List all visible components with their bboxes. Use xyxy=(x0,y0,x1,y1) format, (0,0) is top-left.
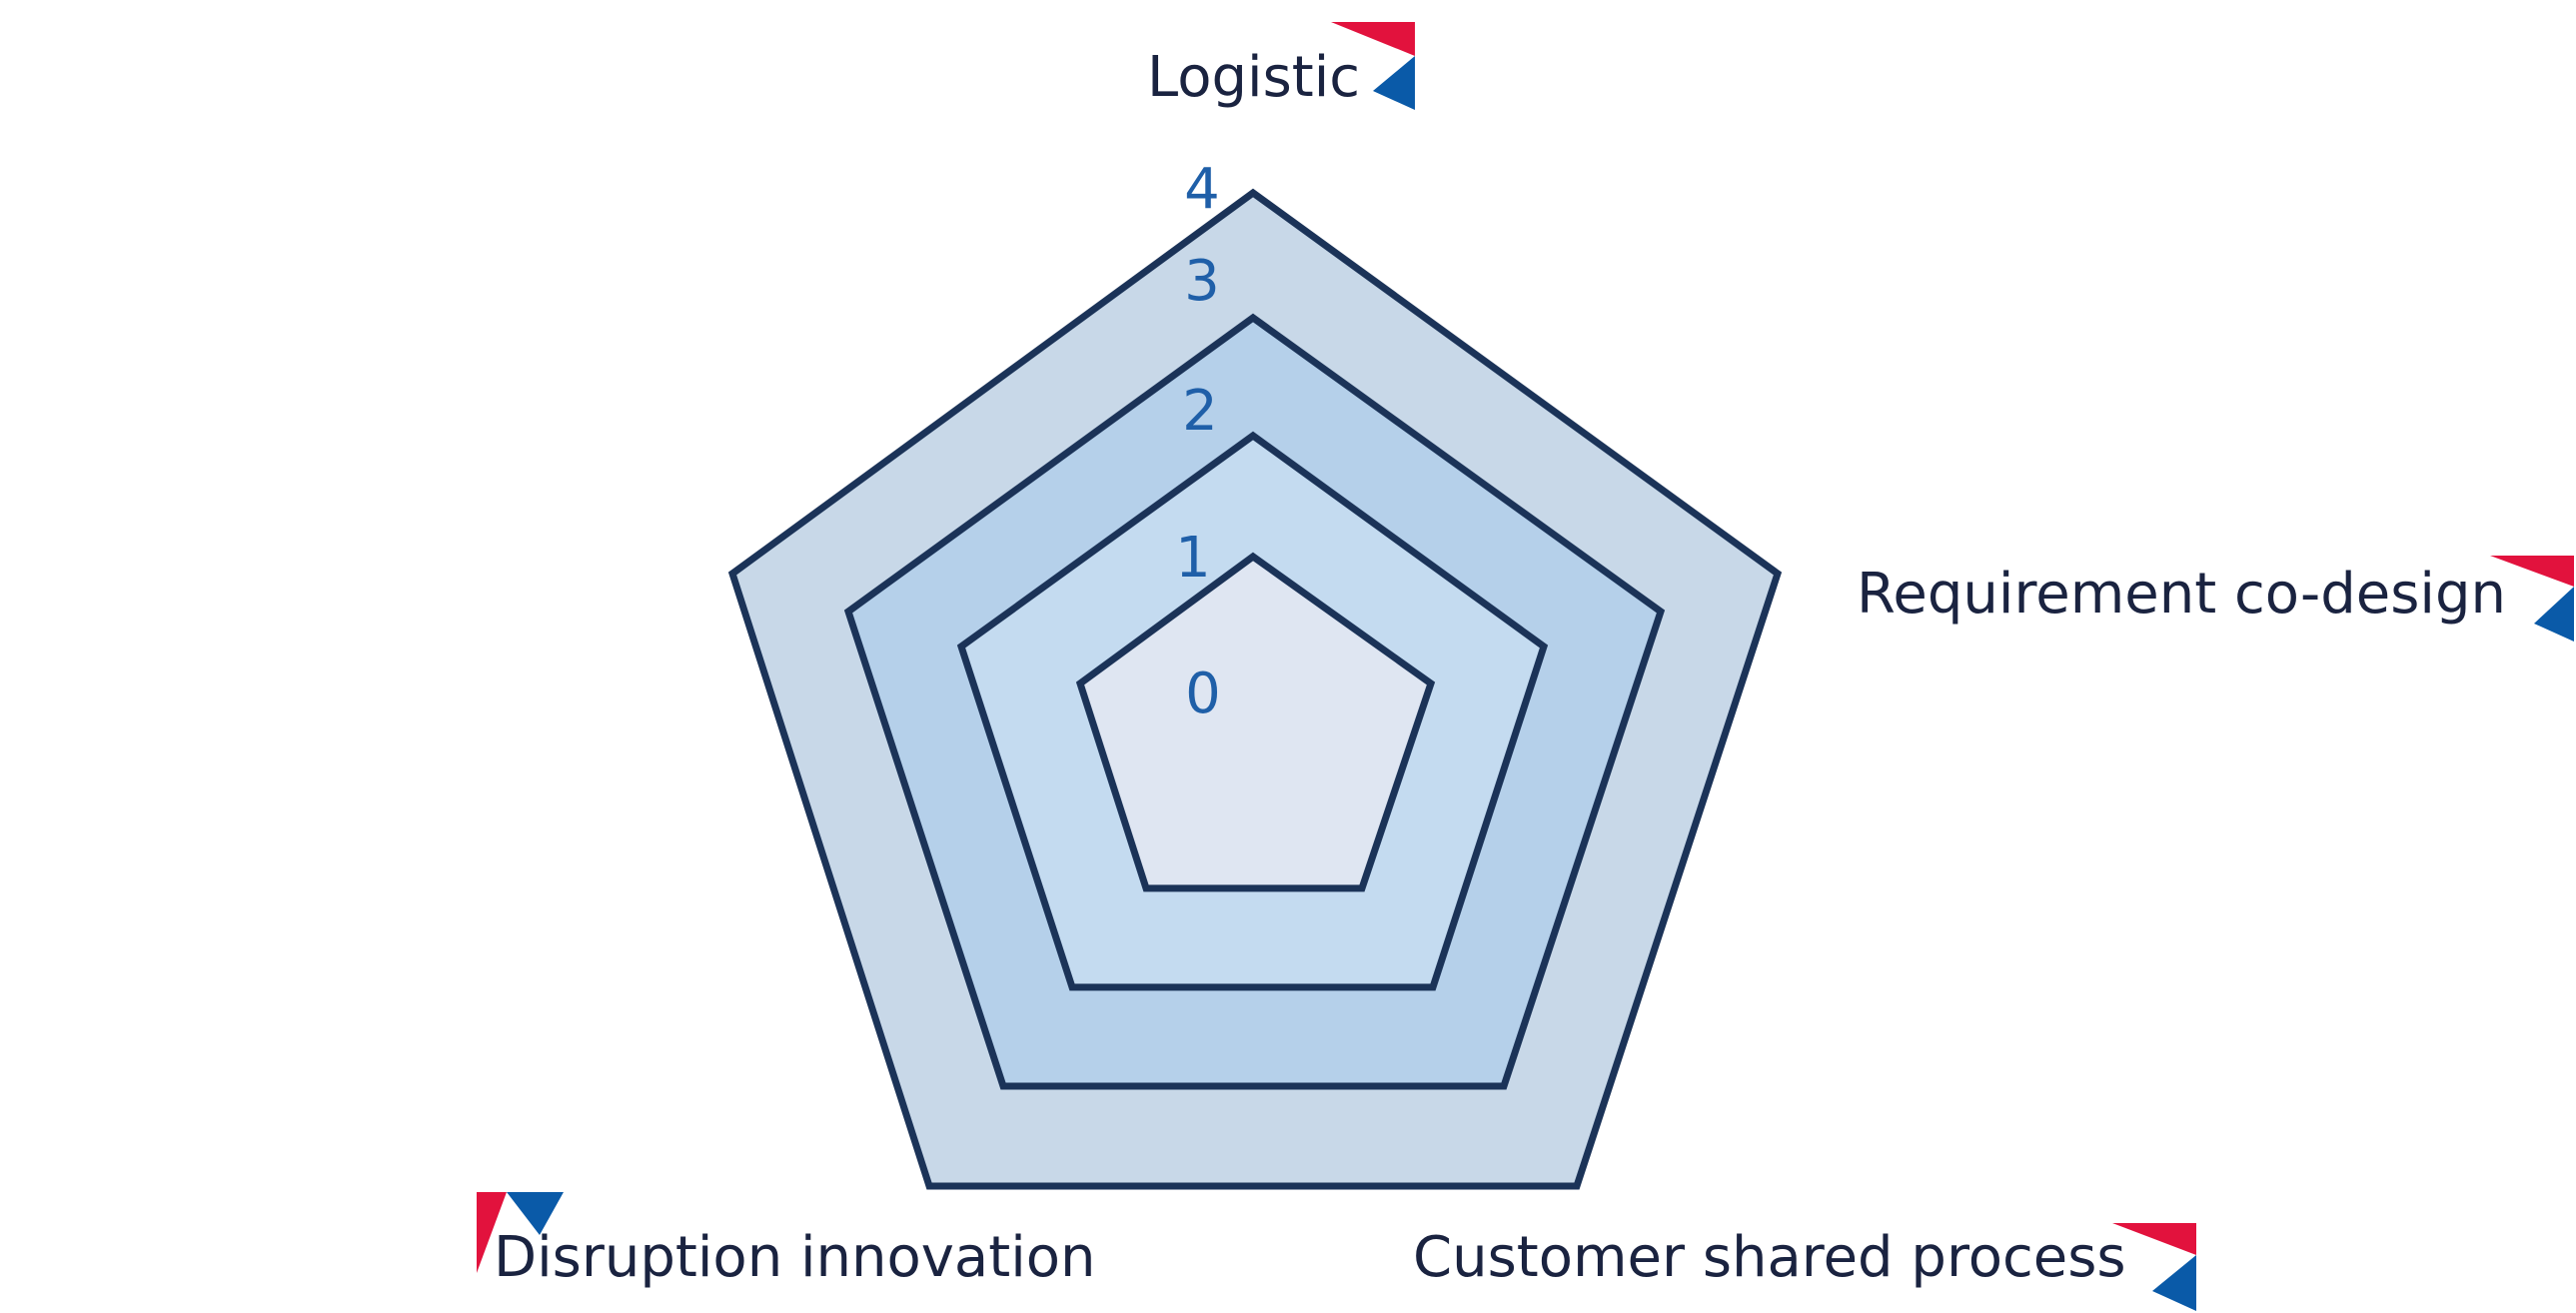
axis-label-logistic: Logistic xyxy=(1147,45,1360,110)
ring-scale: 4 3 2 1 0 xyxy=(1175,157,1221,726)
axis-label-disruption-innovation: Disruption innovation xyxy=(494,1225,1096,1290)
radar-rings xyxy=(727,188,1783,1190)
axis-label-customer-shared-process: Customer shared process xyxy=(1413,1225,2126,1290)
ring-level-1 xyxy=(1075,552,1436,892)
axis-labels: Logistic Requirement co-design Customer … xyxy=(494,45,2506,1290)
arrow-markers xyxy=(477,22,2574,1311)
red-blue-arrow-flag-icon xyxy=(2490,556,2574,642)
ring-label-0: 0 xyxy=(1185,661,1221,726)
axis-label-requirement-co-design: Requirement co-design xyxy=(1857,562,2506,627)
red-blue-arrow-flag-icon xyxy=(477,1192,564,1273)
red-blue-arrow-flag-icon xyxy=(1331,22,1415,110)
ring-label-2: 2 xyxy=(1182,379,1218,444)
ring-label-3: 3 xyxy=(1184,249,1220,314)
ring-label-4: 4 xyxy=(1184,157,1220,222)
ring-label-1: 1 xyxy=(1175,526,1211,591)
red-blue-arrow-flag-icon xyxy=(2112,1223,2196,1311)
